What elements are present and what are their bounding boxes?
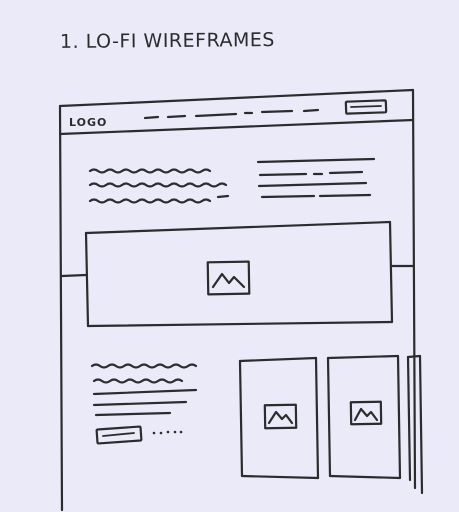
browser-frame — [58, 88, 417, 512]
hero-heading-squiggles — [88, 168, 230, 204]
image-placeholder-icon — [263, 403, 298, 430]
ellipsis-dots — [152, 430, 183, 435]
hero-body-lines — [256, 157, 376, 199]
card-3-partial — [406, 354, 424, 495]
image-placeholder-icon — [349, 400, 383, 426]
card-2 — [326, 354, 402, 480]
nav-links — [143, 108, 320, 120]
logo-text: LOGO — [69, 116, 107, 129]
section-button — [95, 425, 143, 445]
card-1 — [238, 356, 320, 480]
image-placeholder-icon — [206, 260, 251, 296]
header-cta-button — [344, 99, 388, 115]
hero-image-block — [60, 220, 415, 328]
section-text-block — [90, 363, 198, 445]
header-bar: LOGO — [69, 99, 388, 129]
